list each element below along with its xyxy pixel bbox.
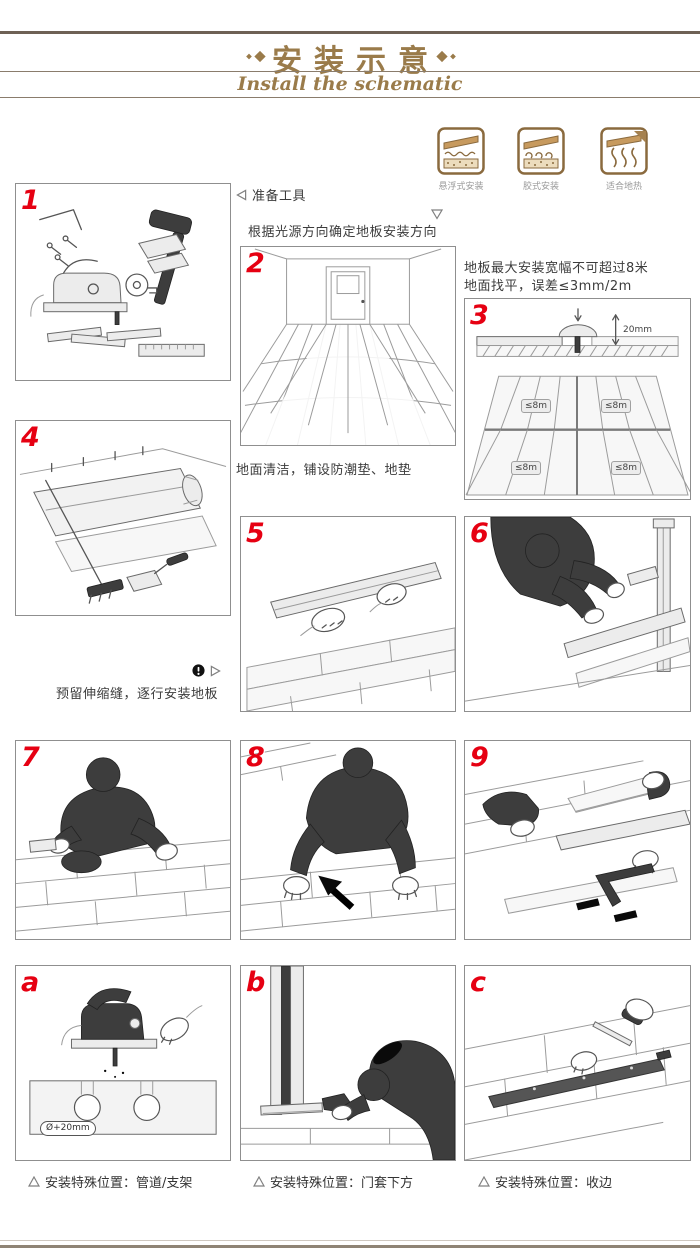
tools-illustration (30, 209, 205, 357)
doorframe-undercut-illustration (241, 966, 455, 1160)
panel-6-row-install: 6 (464, 516, 691, 712)
size-label-top-right: ≤8m (601, 399, 632, 413)
note-light-direction-text: 根据光源方向确定地板安装方向 (248, 225, 438, 240)
page-subtitle: Install the schematic (237, 73, 463, 95)
ornament-right-icon (436, 50, 456, 63)
note-expansion-text: 预留伸缩缝，逐行安装地板 (56, 687, 219, 702)
underlay-illustration (19, 446, 227, 604)
note-clean-ground-text: 地面清洁，铺设防潮垫、地垫 (236, 463, 412, 478)
panel-2-light-direction: 2 (240, 246, 456, 446)
panel-b-letter: b (246, 967, 266, 998)
panel-a-pipes: a Ø+20mm (15, 965, 231, 1161)
panel-3-max-width: 3 ≤8m ≤8m ≤8m ≤8m 20mm (464, 298, 691, 500)
size-label-top-left: ≤8m (521, 399, 552, 413)
glue-install-label: 胶式安装 (522, 182, 559, 192)
panel-7-tapping: 7 (15, 740, 231, 940)
panel-8-align: 8 (240, 740, 456, 940)
edge-trim-illustration (465, 998, 690, 1160)
panel-5-insert-plank: 5 (240, 516, 456, 712)
panel-5-number: 5 (246, 518, 265, 549)
panel-b-doorframe: b (240, 965, 456, 1161)
panel-4-number: 4 (21, 422, 40, 453)
note-light-direction: 根据光源方向确定地板安装方向 (248, 221, 437, 240)
panel-9-cutting: 9 (464, 740, 691, 940)
panel-c-letter: c (470, 967, 487, 998)
ornament-left-icon (246, 50, 266, 63)
gap-size-label: 20mm (623, 325, 652, 335)
tapping-illustration (16, 757, 230, 932)
panel-8-number: 8 (246, 742, 265, 773)
glue-install-icon (517, 127, 565, 175)
note-prepare-tools: 准备工具 (236, 185, 306, 204)
plank-insert-illustration (246, 561, 455, 711)
note-prepare-tools-text: 准备工具 (252, 189, 307, 204)
triangle-up-icon (253, 1176, 265, 1187)
floating-install-label: 悬浮式安装 (438, 182, 484, 192)
panel-a-letter: a (21, 967, 40, 998)
pipe-hole-size-label: Ø+20mm (40, 1121, 96, 1136)
triangle-up-icon (28, 1176, 40, 1187)
header-rule-mid (0, 71, 700, 72)
alignment-illustration (241, 742, 455, 932)
caption-pipes: 安装特殊位置：管道/支架 (28, 1172, 192, 1191)
floor-size-illustration (465, 308, 690, 496)
caption-edge-text: 安装特殊位置：收边 (495, 1176, 613, 1191)
page-title: 安装示意 (272, 44, 440, 79)
note-max-width-1-text: 地板最大安装宽幅不可超过8米 (464, 261, 649, 276)
footer-rule-thick (0, 1245, 700, 1248)
size-label-bottom-left: ≤8m (511, 461, 542, 475)
triangle-right-icon (210, 664, 221, 677)
note-max-width-2-text: 地面找平，误差≤3mm/2m (464, 279, 632, 294)
panel-c-edge-trim: c (464, 965, 691, 1161)
floor-heating-icon (600, 127, 648, 175)
size-label-bottom-right: ≤8m (611, 461, 642, 475)
panel-1-prepare-tools: 1 (15, 183, 231, 381)
plank-row-illustration (465, 517, 690, 702)
note-max-width-2: 地面找平，误差≤3mm/2m (464, 275, 632, 294)
caption-pipes-text: 安装特殊位置：管道/支架 (45, 1176, 193, 1191)
panel-9-number: 9 (470, 742, 489, 773)
panel-3-number: 3 (470, 300, 489, 331)
floating-install-icon (437, 127, 485, 175)
floor-heating-label: 适合地热 (605, 182, 642, 192)
triangle-down-icon (431, 209, 443, 220)
note-expansion: 预留伸缩缝，逐行安装地板 (56, 683, 218, 702)
caption-edge: 安装特殊位置：收边 (478, 1172, 612, 1191)
room-light-illustration (241, 248, 455, 445)
triangle-up-icon (478, 1176, 490, 1187)
panel-7-number: 7 (21, 742, 40, 773)
header-rule-bottom (0, 97, 700, 98)
panel-2-number: 2 (246, 248, 265, 279)
panel-4-underlay: 4 (15, 420, 231, 616)
footer-rule-thin (0, 1240, 700, 1241)
caption-doorframe: 安装特殊位置：门套下方 (253, 1172, 413, 1191)
cutting-illustration (465, 760, 690, 923)
triangle-left-icon (236, 188, 247, 201)
panel-1-number: 1 (21, 185, 40, 216)
alert-icon (192, 664, 205, 677)
caption-doorframe-text: 安装特殊位置：门套下方 (270, 1176, 414, 1191)
expansion-note-icons (192, 664, 221, 677)
panel-6-number: 6 (470, 518, 489, 549)
header-rule-top (0, 31, 700, 34)
note-max-width-1: 地板最大安装宽幅不可超过8米 (464, 257, 648, 276)
note-clean-ground: 地面清洁，铺设防潮垫、地垫 (236, 459, 412, 478)
